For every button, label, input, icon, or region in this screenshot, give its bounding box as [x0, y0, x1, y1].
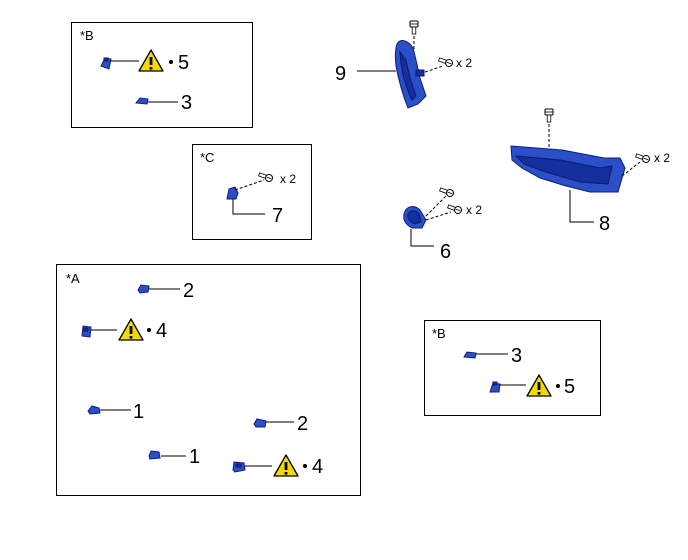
part-number-label: 5: [178, 52, 189, 74]
part-number-label: 1: [133, 401, 144, 423]
box-b-top: *B 5 3: [71, 22, 253, 128]
part-number-label: 7: [272, 205, 283, 227]
box-a: *A 2 4 1 2 1: [56, 264, 361, 496]
box-c: *C x 2 7: [192, 144, 312, 240]
part-5-clip: [489, 381, 501, 393]
box-tag: *B: [80, 28, 94, 43]
quantity-label: x 2: [654, 151, 670, 165]
screw-icon: [634, 151, 651, 164]
part-number-label: 6: [440, 241, 451, 263]
part-6-assembly: x 2 6: [403, 185, 482, 263]
part-4-clip: [81, 325, 92, 338]
warning-triangle-icon: [118, 318, 144, 341]
quantity-label: x 2: [466, 203, 482, 217]
warning-triangle-icon: [526, 374, 552, 397]
warning-triangle-icon: [273, 454, 299, 477]
part-number-label: 2: [297, 413, 308, 435]
box-b-bottom: *B 3 5: [424, 320, 601, 416]
part-7-bracket: [226, 186, 239, 200]
quantity-label: x 2: [456, 56, 472, 70]
part-4-clip: [232, 461, 246, 473]
quantity-label: x 2: [280, 172, 296, 186]
part-3-clip: [135, 97, 149, 105]
part-number-label: 8: [599, 213, 610, 235]
box-tag: *A: [66, 271, 80, 286]
part-number-label: 4: [156, 320, 167, 342]
part-9-assembly: x 2 9: [335, 20, 472, 109]
part-number-label: 4: [312, 456, 323, 478]
part-number-label: 3: [181, 92, 192, 114]
part-5-clip: [100, 57, 112, 70]
bolt-icon: [544, 108, 554, 123]
box-tag: *C: [200, 150, 214, 165]
part-3-clip: [463, 351, 477, 359]
part-1-clip: [148, 450, 161, 460]
part-number-label: 1: [189, 446, 200, 468]
warning-triangle-icon: [138, 49, 164, 72]
screw-icon: [438, 185, 455, 198]
bolt-icon: [409, 20, 419, 35]
part-2-clip: [137, 284, 150, 294]
part-1-clip: [87, 405, 101, 415]
part-number-label: 5: [564, 376, 575, 398]
part-2-clip: [253, 418, 267, 428]
part-number-label: 9: [335, 63, 346, 85]
part-number-label: 3: [511, 345, 522, 367]
screw-icon: [437, 55, 454, 68]
box-tag: *B: [432, 326, 446, 341]
part-number-label: 2: [183, 280, 194, 302]
screw-icon: [446, 202, 463, 215]
part-8-assembly: x 2 8: [510, 108, 670, 235]
